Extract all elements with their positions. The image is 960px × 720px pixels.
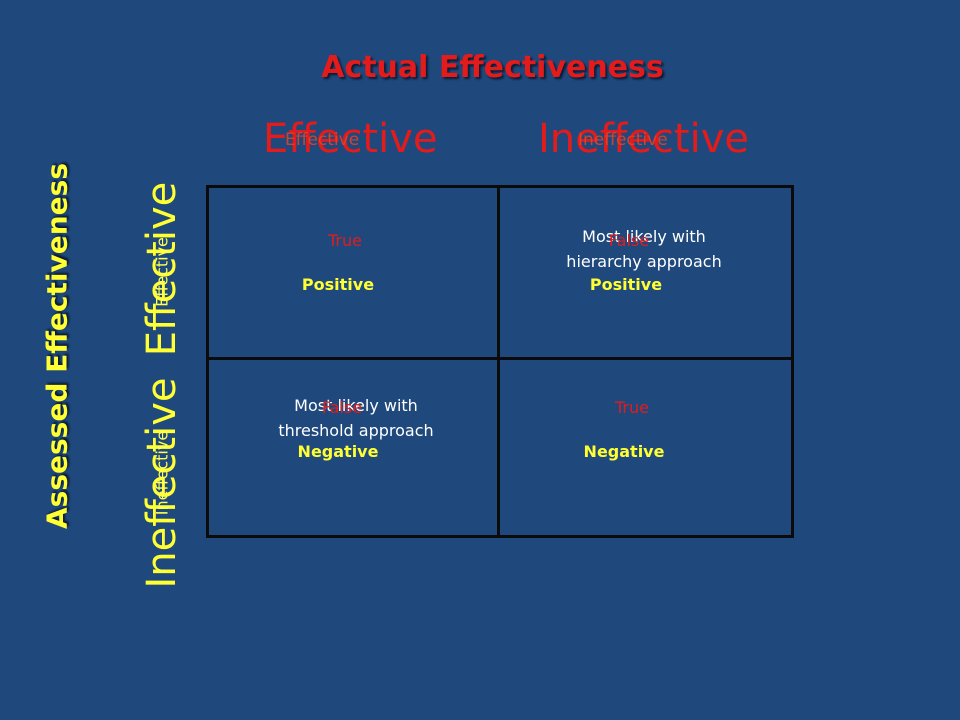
column-header-effective-small: Effective bbox=[285, 130, 360, 150]
cell-top-right-word2: Positive bbox=[589, 275, 663, 294]
cell-top-right-note-line1: Most likely with bbox=[582, 227, 706, 246]
cell-top-right-note: Most likely with hierarchy approach bbox=[566, 224, 721, 274]
row-header-ineffective-small: Ineffective bbox=[152, 430, 172, 516]
diagram-title: Actual Effectiveness bbox=[321, 50, 664, 85]
cell-bottom-right-word1: True bbox=[615, 398, 649, 417]
cell-bottom-left-note-line1: Most likely with bbox=[294, 396, 418, 415]
matrix-grid bbox=[206, 185, 794, 538]
column-header-effective: Effective bbox=[263, 116, 438, 162]
cell-top-left-word2: Positive bbox=[301, 275, 375, 294]
column-header-ineffective-small: Ineffective bbox=[578, 130, 668, 150]
matrix-vertical-divider bbox=[497, 185, 500, 538]
cell-bottom-right-word2: Negative bbox=[583, 442, 665, 461]
cell-bottom-left-word2: Negative bbox=[297, 442, 379, 461]
column-header-ineffective: Ineffective bbox=[538, 116, 749, 162]
row-header-effective-small: Effective bbox=[152, 237, 172, 307]
cell-top-right-note-line2: hierarchy approach bbox=[566, 252, 722, 271]
cell-bottom-left-note: Most likely with threshold approach bbox=[278, 393, 433, 443]
matrix-horizontal-divider bbox=[206, 357, 794, 360]
cell-top-left-word1: True bbox=[328, 231, 362, 250]
cell-top-right-word1: False bbox=[608, 231, 650, 250]
side-axis-title: Assessed Effectiveness bbox=[40, 163, 74, 529]
cell-bottom-left-note-line2: threshold approach bbox=[278, 421, 434, 440]
cell-bottom-left-word1: False bbox=[321, 398, 363, 417]
